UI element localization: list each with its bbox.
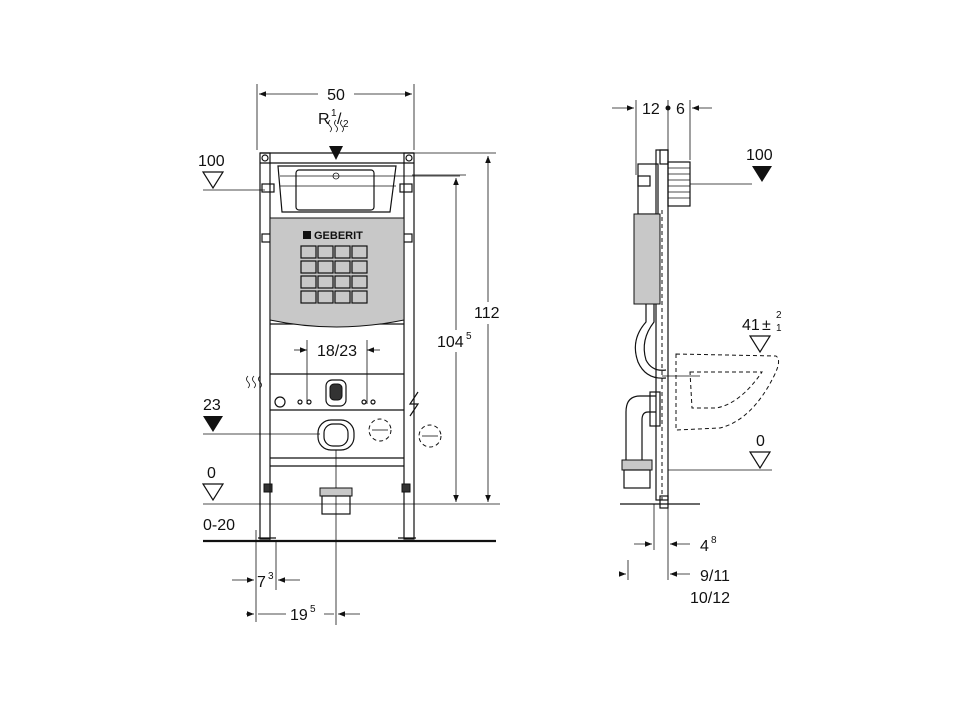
side-frame (633, 149, 669, 509)
side-depth-b-label: 6 (676, 101, 685, 118)
side-seat-height: 41 ± 2 1 (742, 310, 782, 354)
side-flush-pipe (634, 304, 700, 379)
side-level-top: 100 (746, 147, 773, 182)
frame (258, 152, 416, 540)
side-level-floor-label: 0 (756, 433, 765, 450)
side-floor: 0 (620, 433, 772, 580)
electrical (368, 391, 442, 448)
seat-height-label: 41 (742, 317, 760, 334)
level-marker-top: 100 (198, 153, 265, 191)
center-offset-sup: 5 (310, 604, 316, 615)
side-view: 12 6 100 (612, 100, 782, 607)
pipe-thread-num: 1 (331, 108, 337, 119)
brand-logo-icon (303, 231, 311, 239)
side-level-triangle-icon (752, 166, 772, 182)
drain-connection (317, 419, 355, 625)
side-bottom-b-label: 9/11 (700, 568, 730, 585)
lightning-bolt-icon (408, 391, 420, 417)
side-depth-a-label: 12 (642, 101, 660, 118)
supply-connection (246, 375, 286, 540)
level-triangle-icon-filled (203, 416, 223, 432)
cistern (277, 165, 460, 213)
width-label: 50 (327, 87, 345, 104)
pipe-thread-prefix: R (318, 111, 330, 128)
pipe-thread-label: R 1 / 2 (318, 108, 349, 130)
upper-connection (325, 379, 347, 407)
seat-level-triangle-icon (748, 335, 772, 354)
side-bottom-a-label: 4 (700, 538, 709, 555)
keypad-grid (300, 245, 368, 304)
side-drain-bend (621, 391, 661, 489)
level-floor-triangle-icon (201, 483, 225, 502)
side-toilet-bowl (675, 353, 780, 431)
level-triangle-icon (201, 171, 225, 190)
pipe-thread-den: 2 (343, 119, 349, 130)
height-total-label: 112 (474, 305, 500, 322)
level-floor-label: 0 (207, 465, 216, 482)
pipe-thread-slash: / (337, 111, 342, 128)
floor-range-label: 0-20 (203, 517, 235, 534)
seat-tol-plus: 2 (776, 310, 782, 321)
side-bottom-c-label: 10/12 (690, 590, 730, 607)
seat-tol-minus: 1 (776, 323, 782, 334)
width-dimension: 50 (256, 84, 415, 150)
brand-label: GEBERIT (314, 230, 363, 242)
mount-spacing-label: 18/23 (317, 343, 357, 360)
seat-tol-sign: ± (762, 317, 771, 334)
center-offset-label: 19 (290, 607, 308, 624)
mount-spacing-dimension: 18/23 (294, 340, 380, 405)
side-level-top-label: 100 (746, 147, 773, 164)
side-bottom-a-sup: 8 (711, 535, 717, 546)
left-offset-label: 7 (257, 574, 266, 591)
height-flush-label: 104 (437, 334, 464, 351)
level-marker-supply: 23 (203, 397, 320, 435)
front-view: 50 R 1 / 2 100 (198, 84, 508, 625)
left-offset-dimension: 7 3 (232, 530, 300, 622)
level-top-label: 100 (198, 153, 225, 170)
height-total-dimension: 112 (414, 152, 508, 502)
floor-level: 0 0-20 (201, 465, 500, 543)
center-offset-dimension: 19 5 (246, 604, 360, 624)
side-floor-triangle-icon (748, 451, 772, 470)
height-flush-sup: 5 (466, 331, 472, 342)
flush-panel: GEBERIT (269, 217, 405, 328)
height-flush-dimension: 104 5 (412, 174, 478, 502)
left-offset-sup: 3 (268, 571, 274, 582)
side-supply-pipe (667, 161, 752, 207)
side-bottom-dimensions: 4 8 9/11 10/12 (618, 535, 730, 607)
level-supply-label: 23 (203, 397, 221, 414)
